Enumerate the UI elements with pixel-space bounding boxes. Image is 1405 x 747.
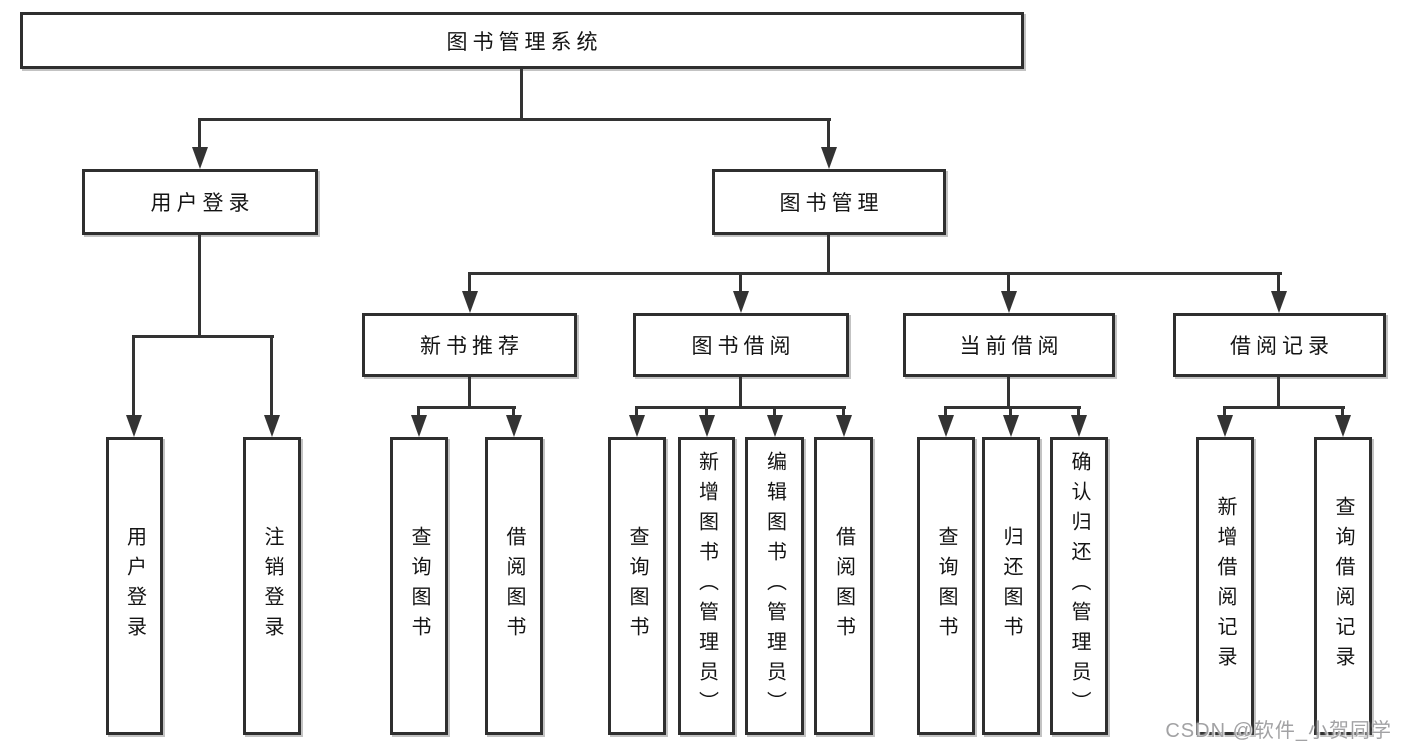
arrow-down-icon	[733, 291, 749, 313]
leaf-borrow-book-rec: 借阅图书	[485, 437, 543, 735]
node-root-label: 图书管理系统	[446, 30, 603, 54]
connector-user-login-stem	[198, 235, 201, 338]
connector-book-borrow-stem	[739, 377, 742, 409]
arrow-down-icon	[462, 291, 478, 313]
leaf-edit-book: 编辑图书（管理员）	[745, 437, 804, 735]
leaf-borrow-book-label: 借阅图书	[832, 526, 855, 646]
leaf-query-borrow-record: 查询借阅记录	[1314, 437, 1372, 735]
arrow-down-icon	[1003, 415, 1019, 437]
leaf-borrow-book: 借阅图书	[814, 437, 873, 735]
leaf-confirm-return-label: 确认归还（管理员）	[1068, 451, 1090, 721]
leaf-query-book-current: 查询图书	[917, 437, 975, 735]
connector-leaf-logout-drop	[270, 335, 273, 418]
leaf-user-login-label: 用户登录	[123, 526, 146, 646]
node-root: 图书管理系统	[20, 12, 1024, 69]
connector-root-stem	[520, 69, 523, 121]
leaf-query-borrow-record-label: 查询借阅记录	[1332, 496, 1354, 676]
node-user-login: 用户登录	[82, 169, 318, 235]
connector-root-split	[198, 118, 831, 121]
arrow-down-icon	[836, 415, 852, 437]
arrow-down-icon	[1071, 415, 1087, 437]
leaf-edit-book-label: 编辑图书（管理员）	[763, 451, 786, 721]
leaf-add-book-label: 新增图书（管理员）	[695, 451, 718, 721]
connector-current-borrow-split	[944, 406, 1081, 409]
node-book-mgmt: 图书管理	[712, 169, 946, 235]
arrow-down-icon	[264, 415, 280, 437]
arrow-down-icon	[767, 415, 783, 437]
connector-borrow-record-split	[1223, 406, 1345, 409]
connector-leaf-drop	[944, 406, 947, 418]
leaf-query-book-borrow: 查询图书	[608, 437, 666, 735]
arrow-down-icon	[411, 415, 427, 437]
connector-current-borrow-stem	[1007, 377, 1010, 409]
arrow-down-icon	[192, 147, 208, 169]
arrow-down-icon	[629, 415, 645, 437]
connector-user-login-split	[133, 335, 274, 338]
leaf-logout: 注销登录	[243, 437, 301, 735]
arrow-down-icon	[699, 415, 715, 437]
leaf-borrow-book-rec-label: 借阅图书	[503, 526, 525, 646]
leaf-query-book-current-label: 查询图书	[935, 526, 957, 646]
connector-leaf-drop	[635, 406, 638, 418]
leaf-confirm-return: 确认归还（管理员）	[1050, 437, 1108, 735]
watermark: CSDN @软件_小贺同学	[1165, 720, 1392, 742]
connector-new-book-rec-stem	[468, 377, 471, 409]
arrow-down-icon	[1217, 415, 1233, 437]
connector-current-borrow-drop	[1007, 272, 1010, 293]
connector-leaf-drop	[705, 406, 708, 418]
connector-leaf-drop	[417, 406, 420, 418]
connector-book-mgmt-split	[468, 272, 1282, 275]
leaf-return-book-label: 归还图书	[1000, 526, 1022, 646]
arrow-down-icon	[1271, 291, 1287, 313]
arrow-down-icon	[1001, 291, 1017, 313]
connector-user-login-drop	[198, 118, 201, 152]
node-book-borrow-label: 图书借阅	[691, 335, 796, 358]
connector-new-book-rec-split	[417, 406, 516, 409]
connector-leaf-drop	[773, 406, 776, 418]
arrow-down-icon	[506, 415, 522, 437]
connector-leaf-drop	[842, 406, 845, 418]
connector-leaf-drop	[1341, 406, 1344, 418]
leaf-query-book-borrow-label: 查询图书	[626, 526, 648, 646]
connector-borrow-record-drop	[1277, 272, 1280, 293]
node-borrow-record-label: 借阅记录	[1230, 335, 1334, 358]
connector-book-borrow-split	[635, 406, 846, 409]
leaf-user-login: 用户登录	[106, 437, 163, 735]
connector-leaf-drop	[512, 406, 515, 418]
connector-book-mgmt-stem	[827, 235, 830, 275]
connector-book-mgmt-drop	[827, 118, 830, 152]
node-book-borrow: 图书借阅	[633, 313, 849, 377]
arrow-down-icon	[821, 147, 837, 169]
arrow-down-icon	[938, 415, 954, 437]
connector-new-book-rec-drop	[468, 272, 471, 293]
leaf-add-borrow-record: 新增借阅记录	[1196, 437, 1254, 735]
node-current-borrow-label: 当前借阅	[959, 335, 1064, 358]
connector-leaf-drop	[1223, 406, 1226, 418]
leaf-return-book: 归还图书	[982, 437, 1040, 735]
node-current-borrow: 当前借阅	[903, 313, 1115, 377]
connector-book-borrow-drop	[739, 272, 742, 293]
leaf-query-book-rec-label: 查询图书	[408, 526, 430, 646]
node-user-login-label: 用户登录	[150, 192, 255, 215]
connector-leaf-drop	[1009, 406, 1012, 418]
leaf-add-book: 新增图书（管理员）	[678, 437, 735, 735]
connector-leaf-login-drop	[132, 335, 135, 418]
connector-borrow-record-stem	[1277, 377, 1280, 409]
arrow-down-icon	[1335, 415, 1351, 437]
node-new-book-rec: 新书推荐	[362, 313, 577, 377]
node-book-mgmt-label: 图书管理	[779, 192, 884, 215]
leaf-query-book-rec: 查询图书	[390, 437, 448, 735]
leaf-logout-label: 注销登录	[261, 526, 283, 646]
leaf-add-borrow-record-label: 新增借阅记录	[1214, 496, 1236, 676]
connector-leaf-drop	[1077, 406, 1080, 418]
arrow-down-icon	[126, 415, 142, 437]
node-borrow-record: 借阅记录	[1173, 313, 1386, 377]
node-new-book-rec-label: 新书推荐	[420, 335, 524, 358]
